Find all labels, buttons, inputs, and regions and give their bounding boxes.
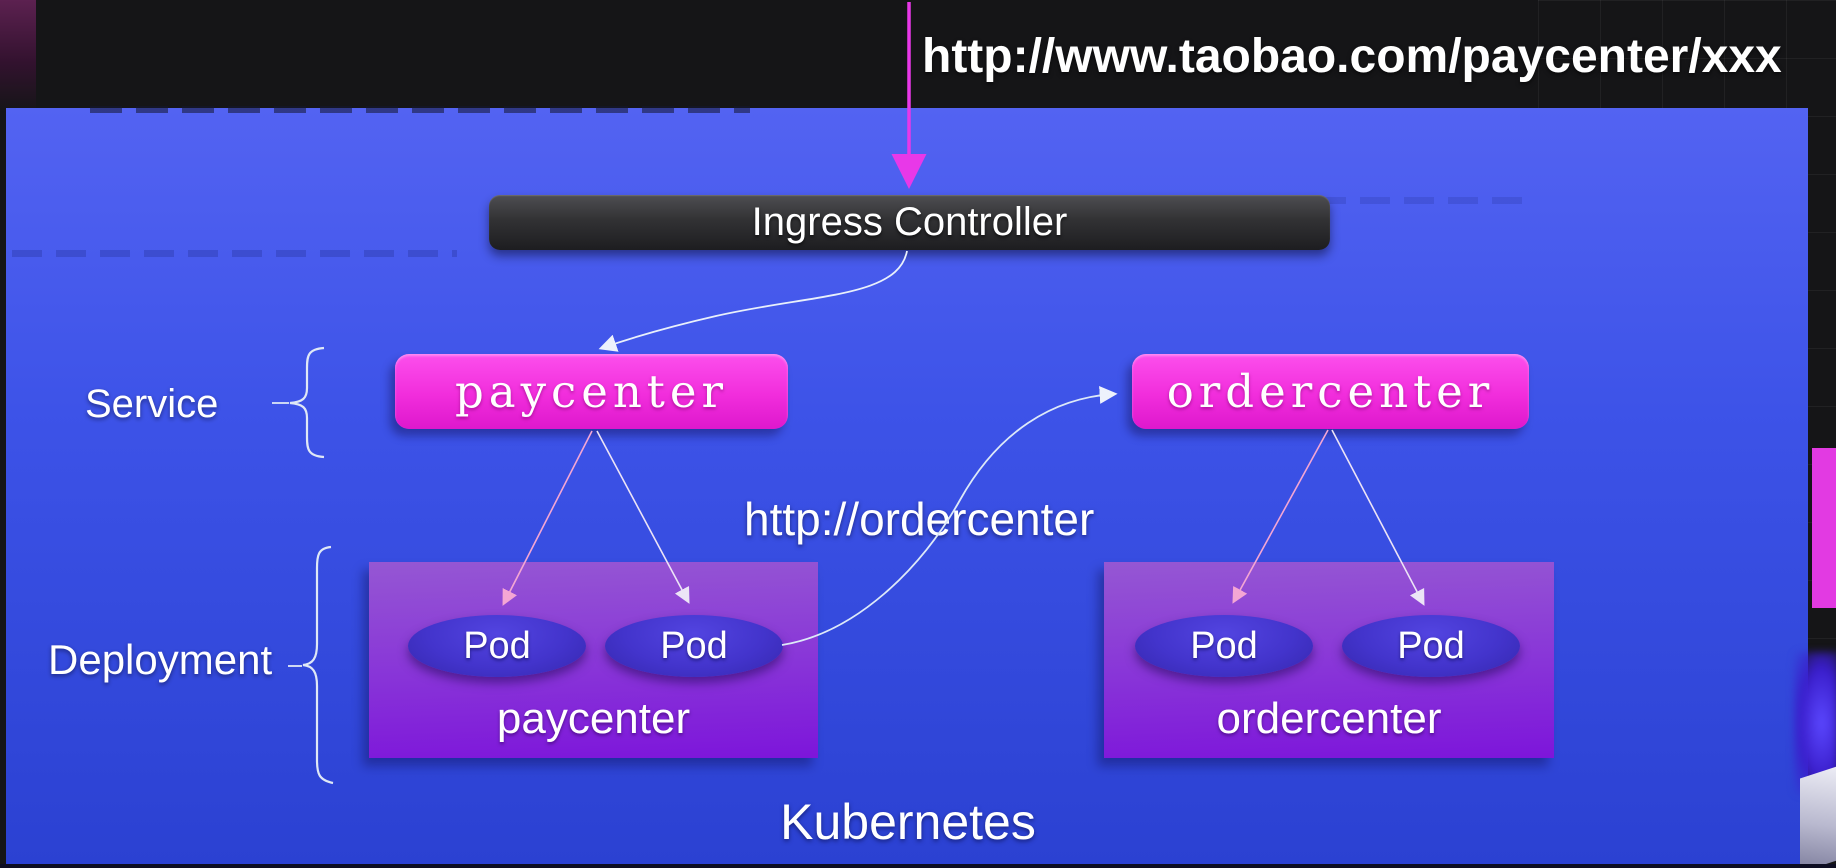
deployment-group-label: Deployment xyxy=(48,636,273,683)
decor-dash-row-right xyxy=(1140,197,1535,204)
service-paycenter-label: paycenter xyxy=(454,365,729,418)
pod-ordercenter-1: Pod xyxy=(1135,615,1313,677)
deployment-paycenter-label: paycenter xyxy=(496,694,691,743)
pod-label: Pod xyxy=(463,624,531,667)
decor-bottom-strip xyxy=(0,864,1836,868)
pod-paycenter-1: Pod xyxy=(408,615,586,677)
service-box-ordercenter: ordercenter xyxy=(1132,354,1529,429)
corner-purple-glow xyxy=(0,0,36,112)
internal-call-url-text: http://ordercenter xyxy=(744,493,1095,545)
service-group-label: Service xyxy=(85,382,219,426)
ingress-controller-label: Ingress Controller xyxy=(751,200,1068,244)
deployment-ordercenter-label: ordercenter xyxy=(1216,694,1442,743)
pod-label: Pod xyxy=(1190,624,1258,667)
decor-magenta-bar xyxy=(1812,448,1836,608)
pod-label: Pod xyxy=(660,624,728,667)
ingress-controller-bar: Ingress Controller xyxy=(489,195,1330,250)
decor-dash-row-top xyxy=(90,106,750,113)
request-url-text: http://www.taobao.com/paycenter/xxx xyxy=(922,30,1782,83)
pod-ordercenter-2: Pod xyxy=(1342,615,1520,677)
pod-paycenter-2: Pod xyxy=(605,615,783,677)
kubernetes-platform-label: Kubernetes xyxy=(780,794,1036,850)
service-box-paycenter: paycenter xyxy=(395,354,788,429)
decor-dash-row-left xyxy=(12,250,457,257)
decor-light-wedge xyxy=(1800,765,1836,868)
service-ordercenter-label: ordercenter xyxy=(1166,365,1495,418)
pod-label: Pod xyxy=(1397,624,1465,667)
